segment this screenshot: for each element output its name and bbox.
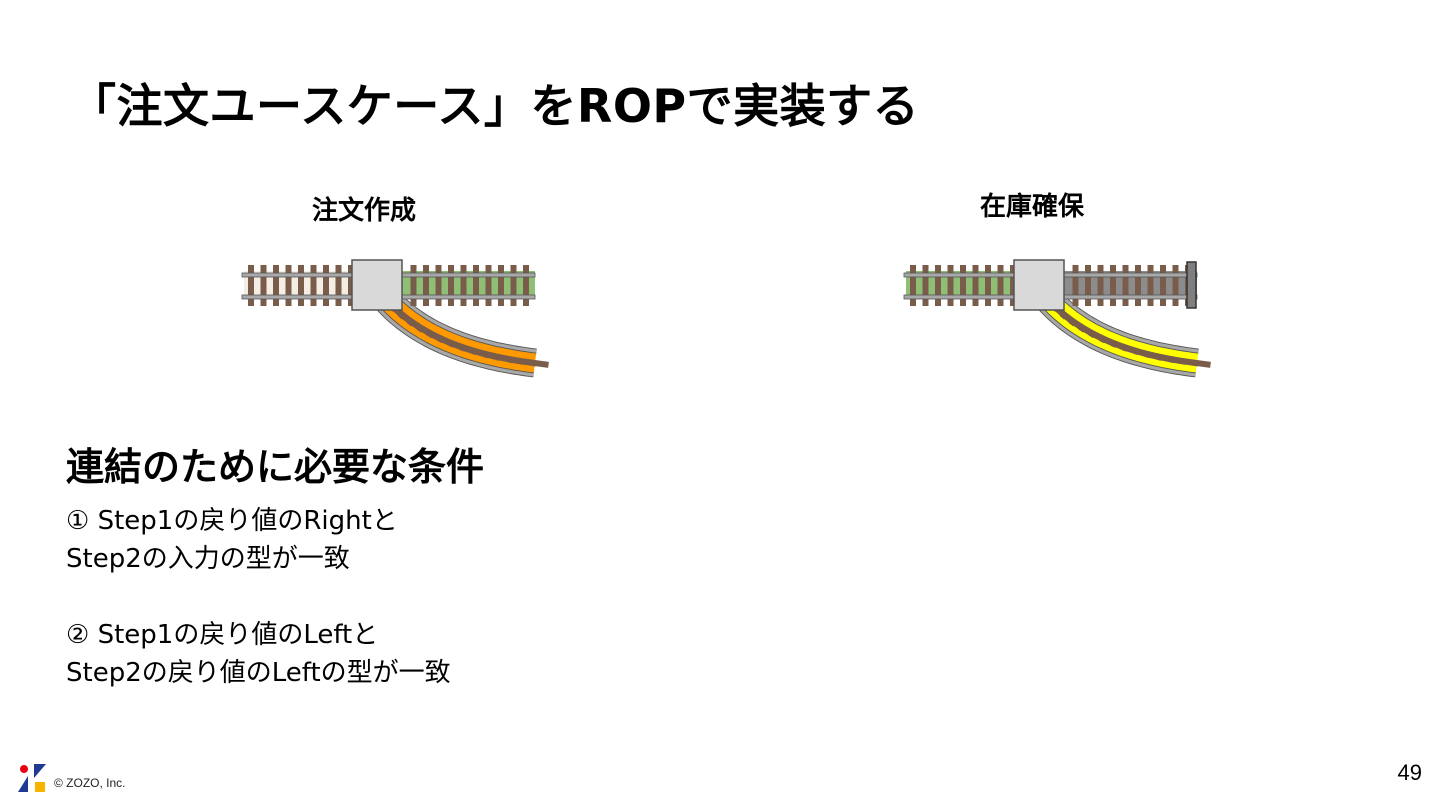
track-tie (922, 265, 929, 306)
buffer-stop (1186, 261, 1197, 309)
track-tie (448, 265, 454, 306)
track-tie (273, 265, 279, 306)
track-tie (410, 265, 417, 306)
track-tie (1160, 265, 1166, 306)
section-heading: 連結のために必要な条件 (66, 445, 485, 489)
track-tie (310, 265, 317, 306)
zozo-logo-icon (18, 764, 46, 792)
condition-line: Step2の入力の型が一致 (66, 544, 350, 574)
track-tie (1122, 265, 1129, 306)
condition-line: ② Step1の戻り値のLeftと (66, 620, 379, 650)
track-tie (1172, 265, 1179, 306)
track-tie (1135, 265, 1141, 306)
track-tie (485, 265, 492, 306)
switch-box (1013, 259, 1065, 311)
track-tie (460, 265, 467, 306)
copyright: © ZOZO, Inc. (54, 776, 126, 790)
track-tie (947, 265, 954, 306)
track-tie (1147, 265, 1154, 306)
track-tie (473, 265, 479, 306)
track-tie (1085, 265, 1091, 306)
track-tie (1170, 356, 1211, 368)
track-switch-diagram-order-creation (241, 259, 549, 378)
track-tie (910, 265, 916, 306)
conditions-list: ① Step1の戻り値のRightと Step2の入力の型が一致 ② Step1… (66, 502, 766, 730)
track-tie (498, 265, 504, 306)
page-number: 49 (1397, 760, 1422, 785)
track-tie (960, 265, 966, 306)
diagram-label-order-creation: 注文作成 (312, 196, 417, 226)
condition-item: ② Step1の戻り値のLeftと Step2の戻り値のLeftの型が一致 (66, 616, 766, 692)
track-tie (1097, 265, 1104, 306)
condition-line: ① Step1の戻り値のRightと (66, 506, 398, 536)
track-tie (1010, 265, 1016, 306)
track-tie (335, 265, 342, 306)
track-tie (1072, 265, 1079, 306)
track-tie (997, 265, 1004, 306)
track-tie (935, 265, 941, 306)
track-tie (508, 356, 549, 368)
footer: © ZOZO, Inc. (18, 762, 126, 792)
track-switch-diagram-stock-reservation (903, 259, 1211, 378)
track-tie (323, 265, 329, 306)
branch-track (363, 276, 549, 378)
track-tie (435, 265, 442, 306)
condition-item: ① Step1の戻り値のRightと Step2の入力の型が一致 (66, 502, 766, 578)
track-rail (1025, 290, 1196, 377)
condition-line: Step2の戻り値のLeftの型が一致 (66, 658, 451, 688)
track-tie (523, 265, 529, 306)
track-tie (285, 265, 292, 306)
track-tie (985, 265, 991, 306)
track-tie (260, 265, 267, 306)
diagram-label-stock-reservation: 在庫確保 (980, 192, 1085, 222)
track-tie (423, 265, 429, 306)
track-tie (298, 265, 304, 306)
track-tie (972, 265, 979, 306)
track-tie (510, 265, 517, 306)
track-tie (1110, 265, 1116, 306)
switch-box (351, 259, 403, 311)
track-rail (363, 290, 534, 377)
slide-title: 「注文ユースケース」をROPで実装する (70, 79, 920, 133)
track-tie (248, 265, 254, 306)
track-tie (348, 265, 354, 306)
